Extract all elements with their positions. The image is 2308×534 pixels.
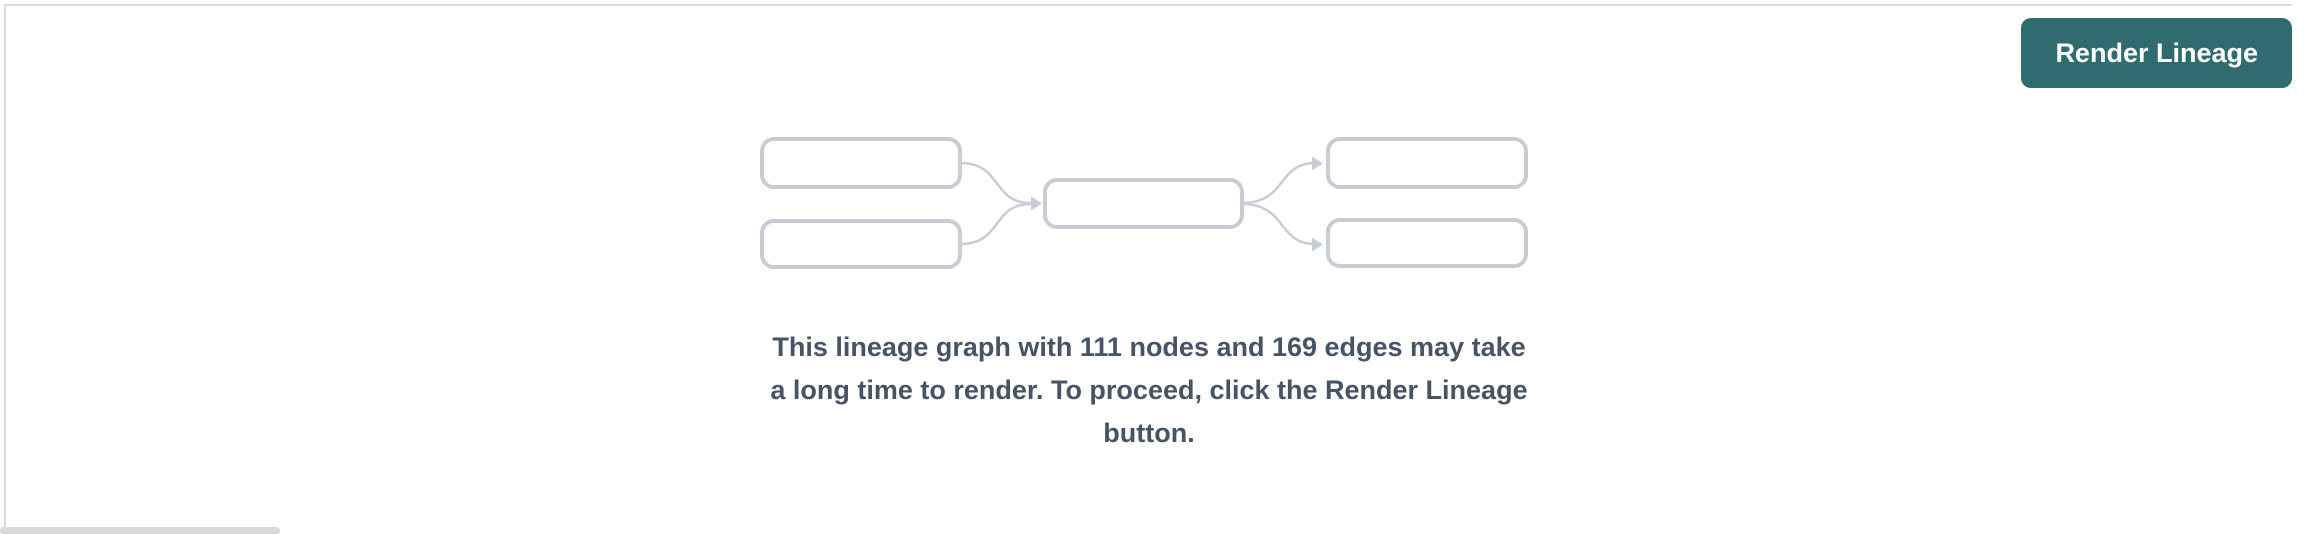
panel-left-border <box>4 4 6 528</box>
placeholder-edge <box>959 202 1032 246</box>
render-lineage-button[interactable]: Render Lineage <box>2021 18 2292 88</box>
arrowhead-icon <box>1031 196 1042 211</box>
horizontal-scrollbar-thumb[interactable] <box>0 527 280 534</box>
render-warning-message: This lineage graph with 111 nodes and 16… <box>770 326 1527 455</box>
placeholder-node <box>1326 137 1528 189</box>
lineage-empty-state: This lineage graph with 111 nodes and 16… <box>6 6 2292 527</box>
placeholder-edge <box>1241 161 1316 205</box>
placeholder-edge <box>1241 202 1316 246</box>
message-line: This lineage graph with 111 nodes and 16… <box>772 332 1526 362</box>
placeholder-node <box>760 137 962 189</box>
arrowhead-icon <box>1312 237 1323 252</box>
placeholder-edge <box>959 161 1032 205</box>
arrowhead-icon <box>1312 156 1323 171</box>
placeholder-node <box>760 219 962 269</box>
lineage-placeholder-graphic <box>760 137 1528 269</box>
placeholder-node <box>1326 218 1528 268</box>
placeholder-node <box>1043 178 1244 229</box>
message-line: button. <box>1103 418 1195 448</box>
panel-top-border <box>4 4 2292 6</box>
message-line: a long time to render. To proceed, click… <box>770 375 1528 405</box>
